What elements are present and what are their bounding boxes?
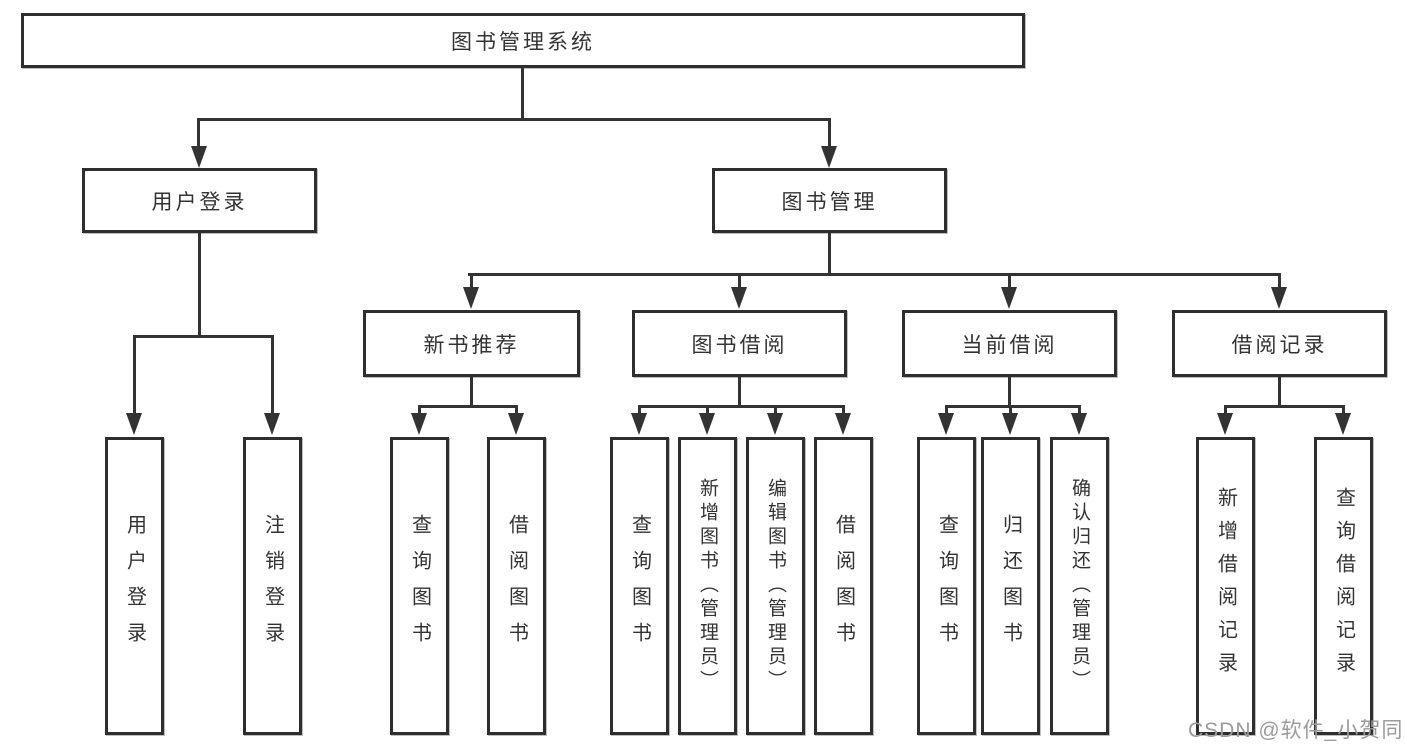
arrow-to-add-record-icon (1217, 413, 1233, 435)
leaf-current-query: 查询图书 (917, 437, 976, 735)
arrow-to-current-borrow-icon (1001, 287, 1017, 309)
leaf-borrow-edit-book-admin: 编辑图书（管理员） (746, 437, 805, 735)
connector-borrow-records-bar (1224, 405, 1345, 408)
connector-to-borrow-edit (774, 405, 777, 415)
leaf-return-book: 归还图书 (981, 437, 1040, 735)
node-book-management: 图书管理 (712, 168, 947, 233)
connector-book-management-stem (828, 233, 831, 275)
connector-book-borrow-stem (738, 377, 741, 408)
node-current-borrow: 当前借阅 (902, 310, 1117, 377)
leaf-borrow-edit-book-admin-label: 编辑图书（管理员） (765, 478, 786, 694)
node-new-book-recommend: 新书推荐 (363, 310, 580, 377)
connector-to-book-management (828, 118, 831, 148)
leaf-return-book-label: 归还图书 (999, 514, 1022, 658)
leaf-logout-label: 注销登录 (261, 514, 284, 658)
connector-book-borrow-bar (638, 405, 845, 408)
node-user-login: 用户登录 (82, 168, 317, 233)
leaf-user-login: 用户登录 (105, 437, 164, 735)
leaf-borrow-book: 借阅图书 (814, 437, 873, 735)
connector-to-borrow-query (638, 405, 641, 415)
arrow-to-borrow-add-icon (699, 413, 715, 435)
arrow-to-return-book-icon (1002, 413, 1018, 435)
connector-current-borrow-bar (945, 405, 1081, 408)
arrow-to-new-book-icon (463, 287, 479, 309)
leaf-current-query-label: 查询图书 (935, 514, 958, 658)
arrow-to-newbook-borrow-icon (508, 413, 524, 435)
leaf-borrow-query: 查询图书 (610, 437, 669, 735)
node-borrow-records: 借阅记录 (1172, 310, 1387, 377)
leaf-query-borrow-record: 查询借阅记录 (1314, 437, 1373, 735)
arrow-to-confirm-return-icon (1071, 413, 1087, 435)
connector-to-book-borrow (738, 273, 741, 289)
connector-to-confirm-return (1078, 405, 1081, 415)
node-root: 图书管理系统 (21, 13, 1025, 68)
connector-root-stem (521, 66, 524, 118)
leaf-newbook-query: 查询图书 (390, 437, 449, 735)
connector-borrow-records-stem (1278, 377, 1281, 408)
node-book-borrow: 图书借阅 (632, 310, 847, 377)
connector-to-return-book (1009, 405, 1012, 415)
connector-user-login-stem (198, 233, 201, 337)
connector-to-query-record (1342, 405, 1345, 415)
arrow-to-book-borrow-icon (731, 287, 747, 309)
arrow-to-newbook-query-icon (411, 413, 427, 435)
arrow-to-borrow-book-icon (835, 413, 851, 435)
leaf-logout: 注销登录 (243, 437, 302, 735)
leaf-newbook-query-label: 查询图书 (408, 514, 431, 658)
leaf-add-borrow-record-label: 新增借阅记录 (1214, 487, 1237, 685)
connector-to-newbook-borrow (515, 405, 518, 415)
connector-user-login-bar (133, 335, 274, 338)
connector-new-book-stem (470, 377, 473, 407)
connector-book-management-bar (468, 273, 1281, 276)
connector-to-add-record (1224, 405, 1227, 415)
leaf-add-borrow-record: 新增借阅记录 (1196, 437, 1255, 735)
connector-to-leaf-logout (271, 335, 274, 415)
connector-to-new-book (470, 273, 473, 289)
arrow-to-user-login-icon (191, 146, 207, 168)
leaf-borrow-book-label: 借阅图书 (832, 514, 855, 658)
arrow-to-leaf-user-login-icon (126, 413, 142, 435)
leaf-newbook-borrow-label: 借阅图书 (505, 514, 528, 658)
connector-to-current-query (945, 405, 948, 415)
arrow-to-borrow-edit-icon (767, 413, 783, 435)
connector-to-newbook-query (418, 405, 421, 415)
leaf-borrow-add-book-admin-label: 新增图书（管理员） (697, 478, 718, 694)
arrow-to-query-record-icon (1335, 413, 1351, 435)
watermark: CSDN @软件_小贺同学 (1188, 719, 1404, 742)
arrow-to-leaf-logout-icon (264, 413, 280, 435)
connector-to-current-borrow (1008, 273, 1011, 289)
arrow-to-borrow-query-icon (631, 413, 647, 435)
arrow-to-current-query-icon (938, 413, 954, 435)
connector-current-borrow-stem (1008, 377, 1011, 407)
connector-to-borrow-add (706, 405, 709, 415)
leaf-newbook-borrow: 借阅图书 (487, 437, 546, 735)
connector-to-leaf-user-login (133, 335, 136, 415)
leaf-confirm-return-admin: 确认归还（管理员） (1050, 437, 1109, 735)
arrow-to-borrow-records-icon (1271, 287, 1287, 309)
leaf-user-login-label: 用户登录 (123, 514, 146, 658)
connector-to-borrow-records (1278, 273, 1281, 289)
leaf-query-borrow-record-label: 查询借阅记录 (1332, 487, 1355, 685)
leaf-borrow-query-label: 查询图书 (628, 514, 651, 658)
leaf-confirm-return-admin-label: 确认归还（管理员） (1069, 478, 1090, 694)
connector-to-user-login (197, 118, 200, 148)
leaf-borrow-add-book-admin: 新增图书（管理员） (678, 437, 737, 735)
arrow-to-book-management-icon (821, 146, 837, 168)
connector-new-book-bar (418, 405, 518, 408)
connector-to-borrow-book (842, 405, 845, 415)
connector-root-bar (197, 118, 831, 121)
